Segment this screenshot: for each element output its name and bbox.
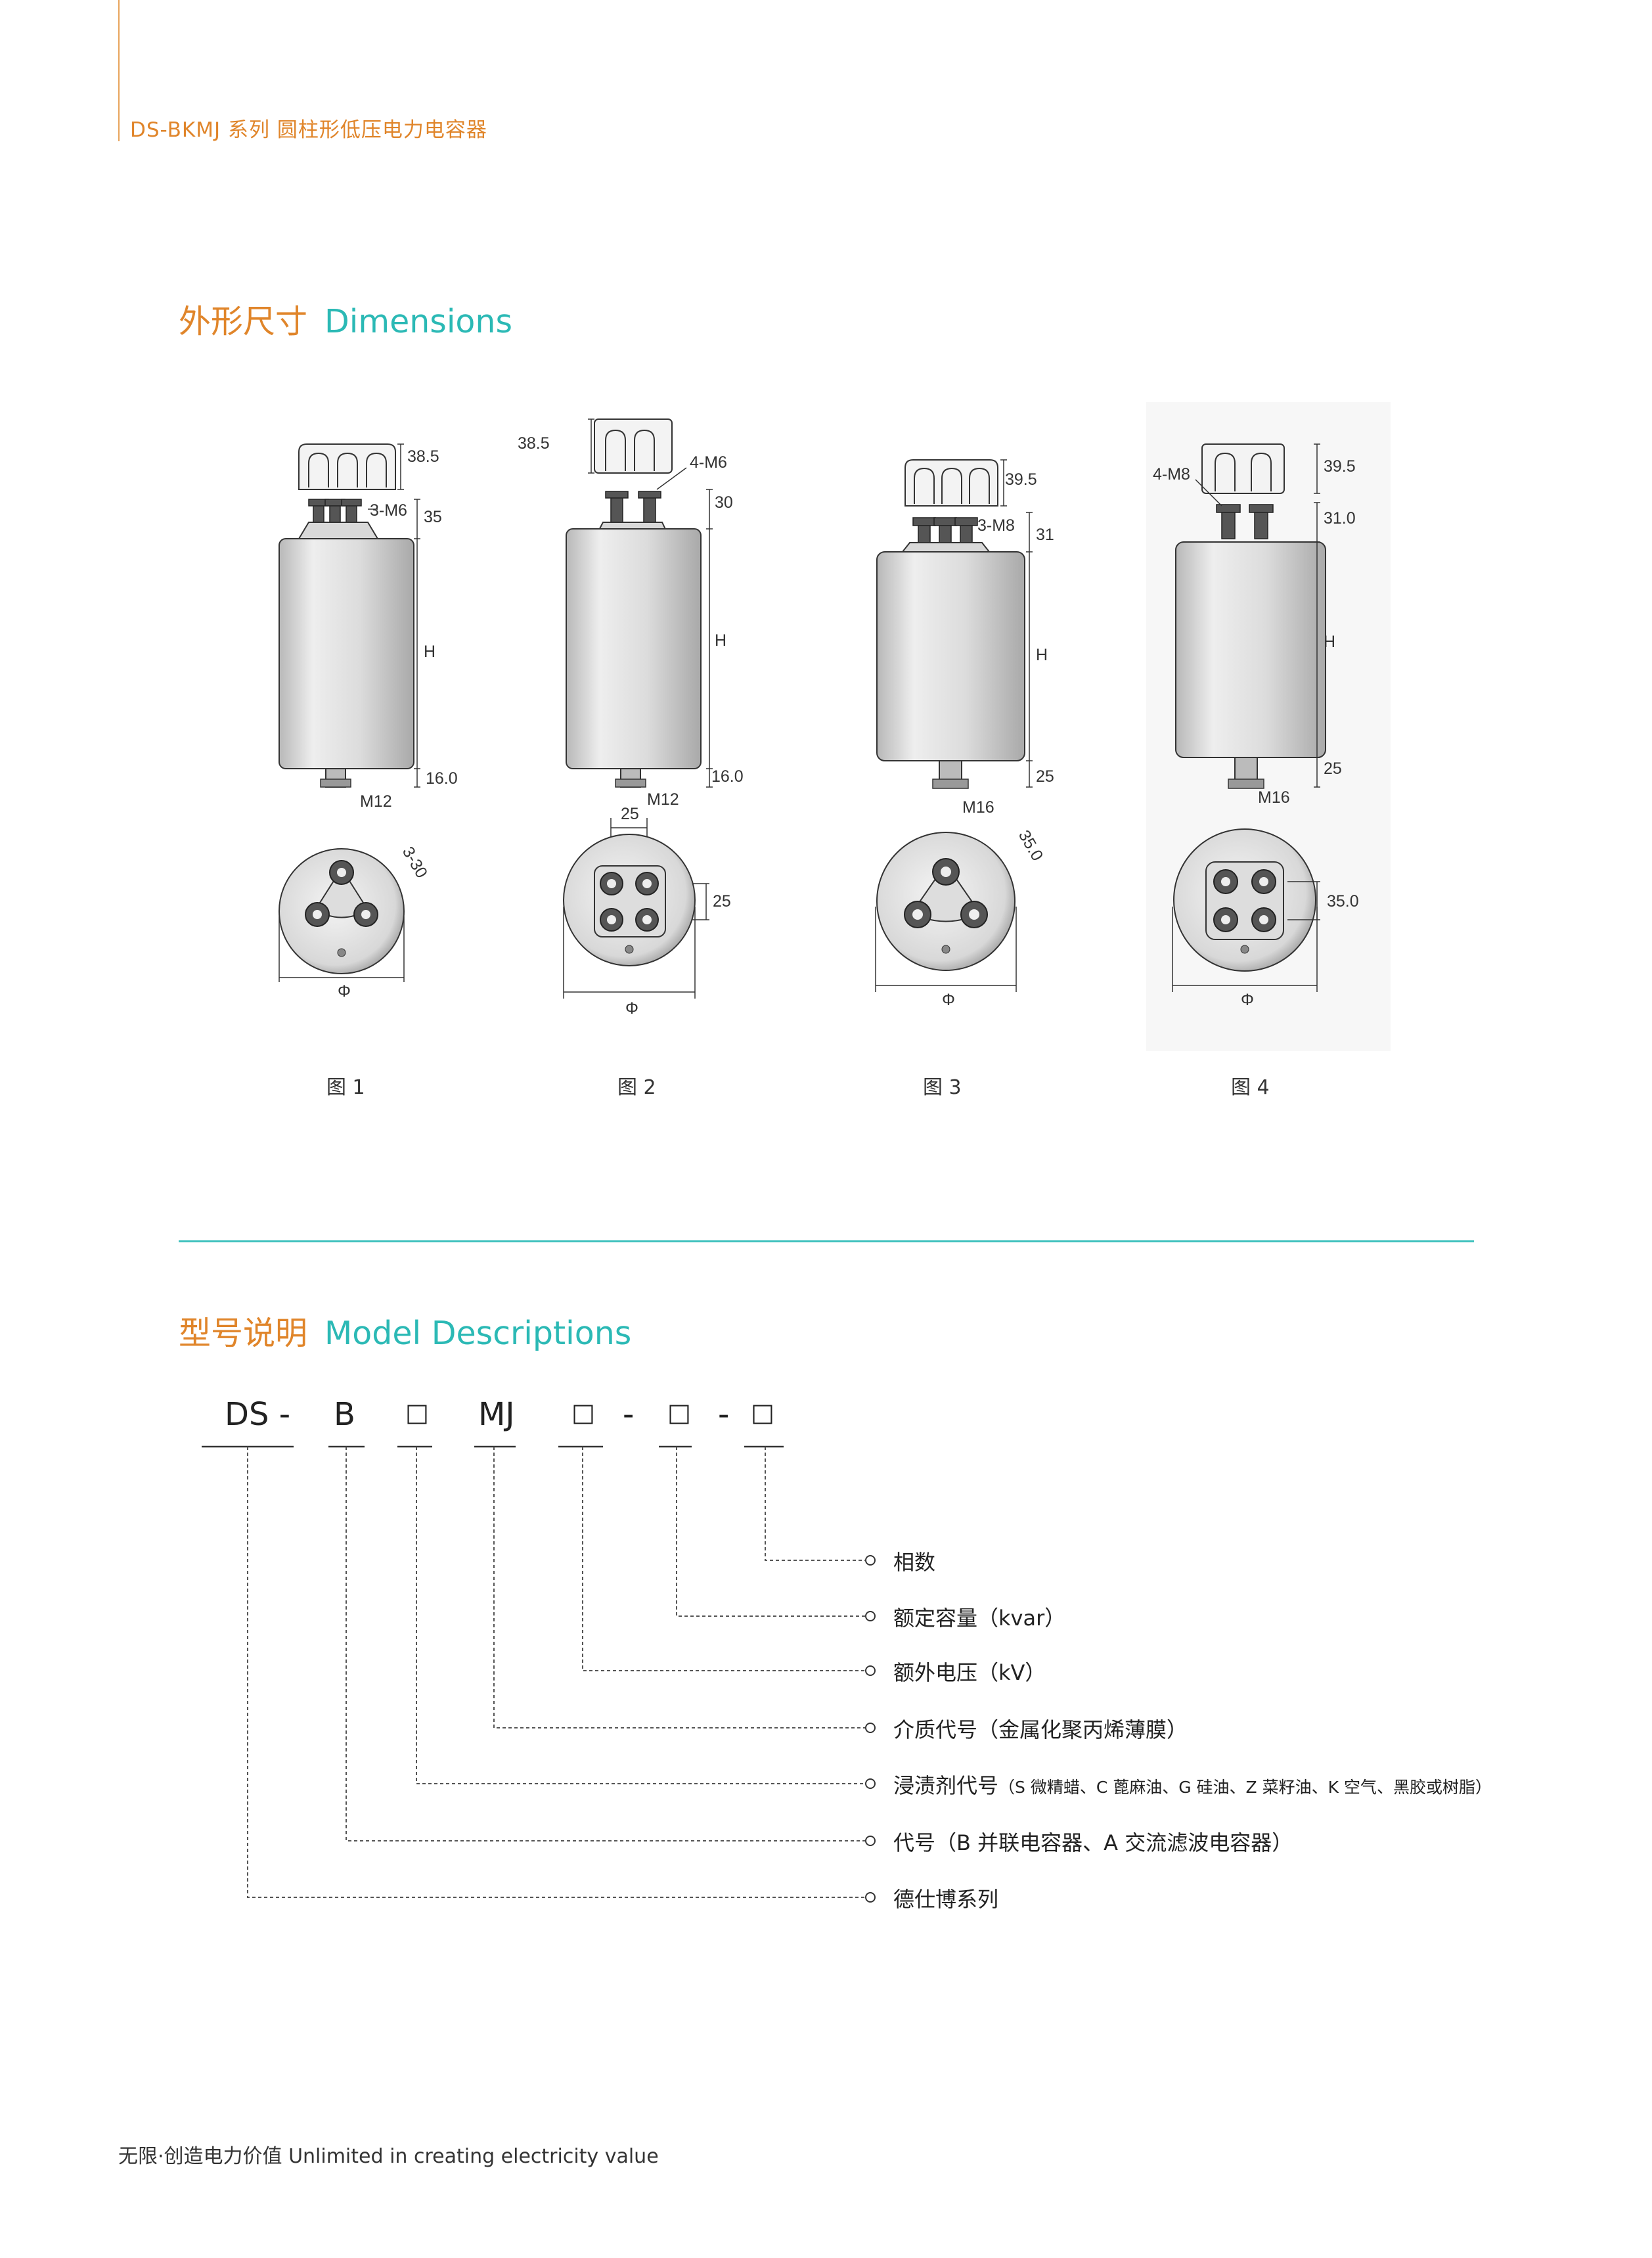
figure-3-terminal: 3-M8 [977, 516, 1015, 535]
figure-3-caption: 图 3 [923, 1076, 962, 1099]
figure-2-bottom-height: 16.0 [711, 767, 744, 786]
model-title: 型号说明 Model Descriptions [179, 1307, 631, 1354]
figure-4-bottom-height: 25 [1324, 759, 1342, 778]
desc-phase-count: 相数 [893, 1550, 936, 1575]
figure-4-terminal-height: 31.0 [1324, 509, 1356, 528]
model-title-en: Model Descriptions [324, 1315, 632, 1352]
model-title-cn: 型号说明 [179, 1315, 308, 1352]
figure-2-caption: 图 2 [617, 1076, 656, 1099]
figure-4-terminal: 4-M8 [1153, 465, 1190, 484]
figure-2-terminal: 4-M6 [690, 453, 727, 472]
figure-2-diameter: Φ [625, 999, 638, 1018]
dimensions-title-en: Dimensions [324, 303, 513, 340]
model-code-b: B [334, 1396, 355, 1433]
figure-1-drawing: 38.5 3-M6 35 H 16.0 M12 3-30 Φ [279, 443, 458, 1001]
header-accent-rule [118, 0, 120, 141]
figure-1-bottom-height: 16.0 [426, 769, 458, 788]
desc-impregnant-note: （S 微精蜡、C 蓖麻油、G 硅油、Z 菜籽油、K 空气、黑胶或树脂） [998, 1778, 1492, 1797]
dimensions-title: 外形尺寸 Dimensions [179, 296, 512, 342]
figure-1-terminal: 3-M6 [370, 501, 407, 520]
model-code-dash-1: - [623, 1396, 635, 1433]
figure-3-body-height: H [1036, 646, 1048, 664]
figure-4-stud: M16 [1258, 788, 1290, 807]
section-divider [179, 1240, 1474, 1242]
figure-4-diameter: Φ [1241, 991, 1254, 1009]
model-code-box-3: □ [667, 1398, 691, 1427]
figure-4-caption: 图 4 [1231, 1076, 1270, 1099]
figure-4-top-height: 39.5 [1324, 457, 1356, 476]
desc-dielectric-code: 介质代号（金属化聚丙烯薄膜） [893, 1717, 1188, 1742]
footer-slogan: 无限·创造电力价值 Unlimited in creating electric… [118, 2145, 659, 2168]
figure-3-terminal-height: 31 [1036, 526, 1054, 544]
figure-4-spacing-side: 35.0 [1327, 892, 1359, 911]
desc-type-code: 代号（B 并联电容器、A 交流滤波电容器） [893, 1830, 1293, 1855]
figure-2-body-height: H [715, 631, 726, 650]
figure-2-stud: M12 [647, 790, 679, 809]
model-code-ds: DS - [225, 1396, 291, 1433]
figure-2-terminal-height: 30 [715, 493, 733, 512]
figure-3-diameter: Φ [942, 991, 955, 1009]
figure-1-top-height: 38.5 [407, 447, 439, 466]
figure-2-drawing: 38.5 4-M6 30 H 16.0 M12 25 25 [518, 418, 744, 1018]
desc-voltage: 额外电压（kV） [893, 1660, 1046, 1685]
figure-1-terminal-height: 35 [424, 508, 442, 526]
figure-1-caption: 图 1 [326, 1076, 365, 1099]
desc-rated-capacity: 额定容量（kvar） [893, 1606, 1066, 1631]
figure-4-drawing: 39.5 4-M8 31.0 H 25 M16 35.0 Φ [1153, 443, 1359, 1009]
figure-3-stud: M16 [962, 798, 994, 817]
desc-series: 德仕博系列 [893, 1887, 999, 1912]
dimension-drawings: 38.5 3-M6 35 H 16.0 M12 3-30 Φ [279, 418, 1359, 1018]
figure-2-spacing-side: 25 [713, 892, 731, 911]
model-code-box-2: □ [571, 1398, 595, 1427]
figure-3-drawing: 39.5 3-M8 31 H 25 M16 35.0 Φ [875, 459, 1054, 1009]
figure-4-body-height: H [1324, 633, 1335, 651]
model-code-box-1: □ [405, 1398, 429, 1427]
header-title: DS-BKMJ 系列 圆柱形低压电力电容器 [130, 118, 487, 142]
figure-3-top-height: 39.5 [1005, 470, 1037, 489]
desc-impregnant-label: 浸渍剂代号 [893, 1773, 999, 1798]
figure-2-spacing-top: 25 [621, 805, 639, 823]
model-code-dash-2: - [718, 1396, 730, 1433]
figure-1-diameter: Φ [338, 982, 351, 1001]
model-code-mj: MJ [478, 1396, 515, 1433]
model-code-box-4: □ [751, 1398, 774, 1427]
dimensions-title-cn: 外形尺寸 [179, 303, 308, 340]
figure-2-top-height: 38.5 [518, 434, 550, 453]
figure-1-body-height: H [424, 643, 435, 661]
figure-1-stud: M12 [360, 792, 392, 811]
figure-3-bottom-height: 25 [1036, 767, 1054, 786]
desc-impregnant-code: 浸渍剂代号（S 微精蜡、C 蓖麻油、G 硅油、Z 菜籽油、K 空气、黑胶或树脂） [893, 1769, 1492, 1799]
